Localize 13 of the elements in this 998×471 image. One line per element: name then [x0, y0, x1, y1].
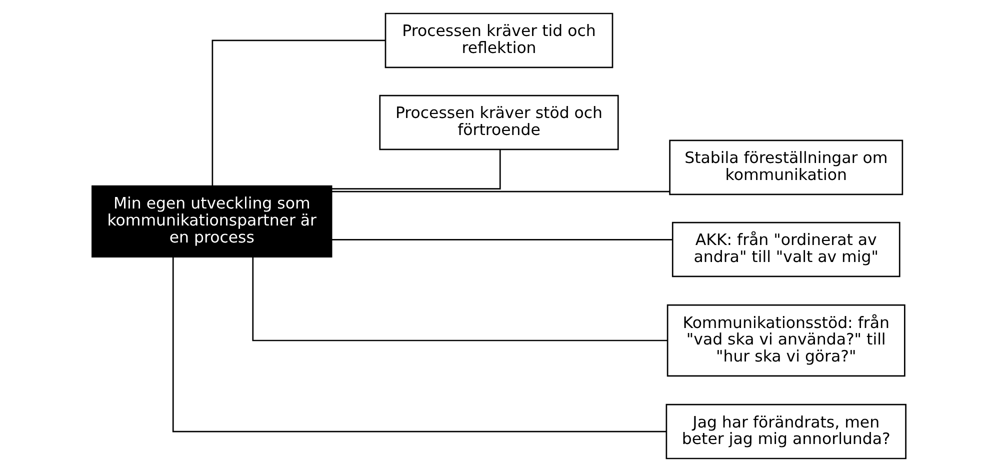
node-box: Min egen utveckling som kommunikationspartner är en process: [92, 184, 332, 257]
connector: [332, 238, 672, 240]
node-box: Processen kräver tid och reflektion: [384, 12, 614, 68]
node-box: Stabila föreställningar om kommunikation: [669, 139, 904, 195]
node-box: AKK: från "ordinerat av andra" till "valt av mig": [672, 221, 900, 277]
node-box: Processen kräver stöd och förtroende: [379, 94, 619, 150]
connector: [332, 149, 501, 189]
node-box: Jag har förändrats, men beter jag mig annorlunda?: [666, 403, 906, 459]
connector: [212, 39, 386, 186]
connector: [252, 256, 668, 341]
connector: [332, 190, 670, 192]
node-box: Kommunikationsstöd: från "vad ska vi använda?" till "hur ska vi göra?": [666, 304, 906, 376]
connector: [172, 256, 666, 432]
